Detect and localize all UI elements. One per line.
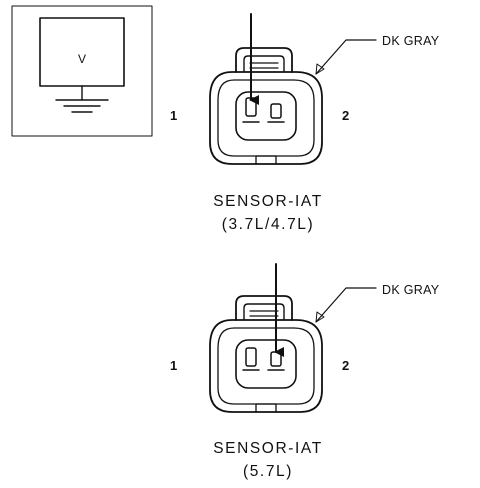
pin-number-left: 1: [170, 108, 177, 123]
connector-latch: [235, 295, 293, 321]
voltmeter-frame: [11, 5, 153, 137]
caption-engine: (5.7L): [243, 463, 293, 480]
connector-body: [209, 71, 323, 165]
caption-name: SENSOR-IAT: [213, 193, 323, 210]
terminal-pin-1: [242, 347, 260, 371]
voltmeter-symbol: V: [78, 52, 86, 66]
caption-engine: (3.7L/4.7L): [222, 216, 315, 233]
pin-number-right: 2: [342, 108, 349, 123]
terminal-cavity: [235, 339, 297, 389]
ground-symbol: [55, 85, 109, 113]
caption-name: SENSOR-IAT: [213, 440, 323, 457]
connector-sensor-iat-2: 1 2 DK GRAY SENSOR-IAT (5.7L): [170, 263, 440, 480]
terminal-pin-1: [242, 97, 260, 123]
wire-color-label: DK GRAY: [382, 283, 440, 297]
wire-color-leader: [315, 39, 377, 75]
connector-sensor-iat-1: 1 2 DK GRAY SENSOR-IAT (3.7L/4.7L): [170, 13, 440, 233]
pin-number-right: 2: [342, 358, 349, 373]
pin-number-left: 1: [170, 358, 177, 373]
wire-color-leader: [315, 287, 377, 323]
connector-latch: [235, 47, 293, 73]
voltmeter: V: [11, 5, 153, 137]
wire-color-label: DK GRAY: [382, 34, 440, 48]
terminal-pin-2: [267, 103, 285, 123]
terminal-cavity: [235, 91, 297, 141]
connector-body: [209, 319, 323, 413]
terminal-pin-2: [267, 351, 285, 371]
